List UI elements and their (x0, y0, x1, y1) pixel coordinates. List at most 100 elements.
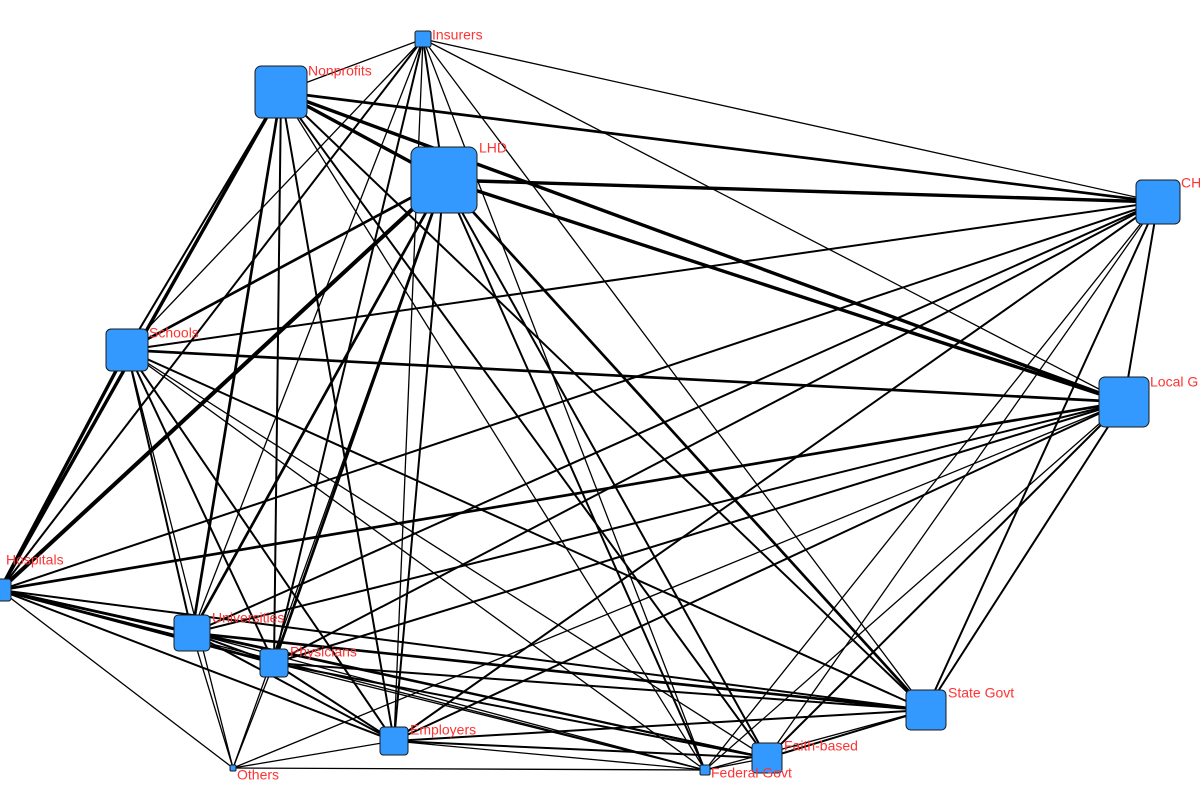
node-others[interactable]: Others (229, 764, 279, 783)
node-label-faithbased: Faith-based (784, 738, 858, 754)
node-label-federalgovt: Federal Govt (711, 765, 792, 781)
edge-employers-others (232, 740, 395, 769)
edge-ch-employers (393, 201, 1159, 742)
node-box-others[interactable] (229, 764, 237, 772)
node-box-localgov[interactable] (1098, 376, 1150, 428)
edge-stategovt-federalgovt (704, 709, 927, 771)
edge-ch-federalgovt (704, 201, 1159, 771)
node-box-stategovt[interactable] (905, 689, 947, 731)
edge-schools-localgov (126, 348, 1125, 404)
edge-schools-hospitals (0, 349, 129, 591)
edge-lhd-federalgovt (443, 179, 706, 771)
edge-ch-universities (191, 201, 1159, 634)
node-box-employers[interactable] (379, 726, 409, 756)
edge-universities-employers (191, 632, 395, 742)
edge-others-federalgovt (232, 767, 706, 771)
node-universities[interactable]: Universities (173, 610, 284, 652)
node-nonprofits[interactable]: Nonprofits (254, 63, 372, 119)
edge-lhd-faithbased (443, 179, 768, 759)
edge-localgov-federalgovt (704, 401, 1125, 771)
edge-physicians-faithbased (273, 662, 768, 759)
edge-nonprofits-localgov (280, 90, 1125, 404)
node-schools[interactable]: Schools (105, 325, 199, 372)
edge-nonprofits-physicians (273, 91, 282, 664)
edge-localgov-stategovt (925, 401, 1125, 711)
edge-physicians-others (232, 662, 275, 769)
edge-nonprofits-faithbased (280, 91, 768, 759)
edge-lhd-localgov (443, 178, 1125, 404)
edge-physicians-stategovt (273, 662, 927, 711)
node-faithbased[interactable]: Faith-based (751, 738, 858, 774)
edge-insurers-physicians (273, 38, 424, 664)
node-label-ch: CH (1181, 175, 1200, 191)
node-box-faithbased[interactable] (751, 742, 783, 774)
edge-ch-hospitals (0, 201, 1159, 591)
edge-universities-stategovt (191, 631, 927, 712)
edge-ch-physicians (273, 201, 1159, 664)
edge-physicians-employers (273, 662, 395, 742)
node-localgov[interactable]: Local G (1098, 374, 1198, 428)
edge-schools-universities (126, 349, 193, 634)
edge-nonprofits-schools (126, 91, 282, 351)
node-box-federalgovt[interactable] (699, 764, 711, 776)
node-label-insurers: Insurers (432, 27, 483, 43)
edge-hospitals-others (0, 589, 234, 769)
node-label-others: Others (237, 767, 279, 783)
edge-localgov-hospitals (0, 400, 1125, 592)
edge-insurers-schools (126, 38, 424, 351)
node-insurers[interactable]: Insurers (414, 27, 483, 48)
edge-localgov-employers (393, 401, 1125, 742)
node-label-lhd: LHD (479, 140, 507, 156)
node-label-employers: Employers (410, 722, 476, 738)
edge-lhd-schools (126, 178, 445, 352)
node-box-hospitals[interactable] (0, 578, 12, 602)
edge-insurers-localgov (422, 38, 1125, 403)
edge-insurers-ch (422, 38, 1159, 203)
node-label-hospitals: Hospitals (6, 552, 64, 568)
edge-stategovt-employers (393, 709, 927, 742)
node-box-universities[interactable] (173, 614, 211, 652)
node-box-nonprofits[interactable] (254, 65, 308, 119)
edge-hospitals-employers (0, 589, 395, 742)
edge-employers-federalgovt (393, 740, 706, 771)
node-box-physicians[interactable] (259, 648, 289, 678)
edge-lhd-hospitals (0, 178, 446, 592)
node-label-nonprofits: Nonprofits (308, 63, 372, 79)
edge-nonprofits-federalgovt (280, 91, 706, 771)
node-label-stategovt: State Govt (948, 685, 1014, 701)
edge-hospitals-federalgovt (0, 589, 706, 771)
node-box-ch[interactable] (1135, 179, 1181, 225)
edge-universities-others (191, 632, 234, 769)
node-employers[interactable]: Employers (379, 722, 476, 756)
edge-lhd-universities (190, 179, 446, 634)
node-hospitals[interactable]: Hospitals (0, 552, 64, 602)
edge-stategovt-faithbased (766, 709, 927, 759)
node-box-schools[interactable] (105, 328, 149, 372)
edge-employers-faithbased (393, 740, 768, 759)
edge-ch-schools (126, 201, 1159, 351)
node-box-lhd[interactable] (410, 146, 478, 214)
edge-schools-federalgovt (126, 349, 706, 771)
node-physicians[interactable]: Physicians (259, 644, 357, 678)
edge-nonprofits-stategovt (280, 91, 927, 711)
node-label-universities: Universities (212, 610, 284, 626)
edge-lhd-ch (443, 178, 1159, 204)
edge-ch-localgov (1123, 201, 1159, 403)
edge-schools-physicians (126, 349, 275, 664)
node-label-physicians: Physicians (290, 644, 357, 660)
node-ch[interactable]: CH (1135, 175, 1200, 225)
edge-ch-faithbased (766, 201, 1159, 759)
edge-nonprofits-ch (280, 90, 1159, 204)
edge-ch-stategovt (925, 201, 1159, 711)
edge-hospitals-stategovt (0, 589, 927, 711)
node-label-schools: Schools (149, 325, 199, 341)
node-federalgovt[interactable]: Federal Govt (699, 764, 792, 781)
edge-lhd-stategovt (443, 179, 927, 711)
edge-lhd-employers (393, 179, 445, 742)
node-lhd[interactable]: LHD (410, 140, 507, 214)
node-box-insurers[interactable] (414, 30, 432, 48)
edge-localgov-others (232, 401, 1125, 769)
node-stategovt[interactable]: State Govt (905, 685, 1014, 731)
